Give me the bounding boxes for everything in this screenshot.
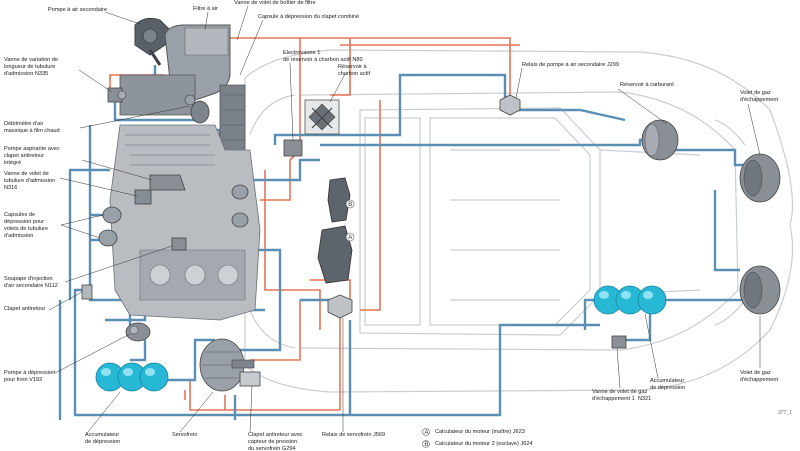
label-ecu-a: Calculateur du moteur (maître) J623: [435, 429, 525, 435]
label-vacuum-accumulator-right: Accumulateur de dépression: [650, 378, 686, 391]
ecu-a-letter: A: [348, 235, 352, 241]
label-filter-housing-flap-valve: Vanne de volet de boîtier de filtre: [234, 0, 316, 6]
fuel-tank: [641, 119, 679, 161]
leader-lines: [48, 5, 761, 433]
secondary-air-pump: [134, 17, 171, 66]
engine-block: [109, 124, 261, 321]
carbon-canister: [304, 99, 340, 135]
label-carbon-canister: Réservoir à charbon actif: [338, 64, 371, 77]
secondary-air-valve-n112: [171, 237, 187, 251]
label-secondary-air-relay-j299: Relais de pompe à air secondaire J299: [522, 62, 620, 68]
label-combined-valve-capsule: Capsule à dépression du clapet combiné: [258, 14, 360, 20]
label-air-filter: Filtre à air: [193, 6, 218, 12]
label-fuel-tank: Réservoir à carburant: [620, 82, 674, 88]
label-check-valve: Clapet antiretour: [4, 306, 46, 312]
label-solenoid-valve-n80: Electrovanne 1 de réservoir à charbon ac…: [283, 50, 363, 63]
legend-a-letter: A: [424, 430, 428, 436]
engine-control-units: B A: [317, 177, 355, 284]
exhaust-flap-bottom: [739, 265, 781, 315]
brake-booster-relay-j569: [327, 294, 353, 319]
label-intake-flap-valve-n316: Vanne de volet de tubulure d'admission N…: [4, 171, 56, 191]
label-secondary-air-pump: Pompe à air secondaire: [48, 7, 108, 13]
pressure-lines: [109, 29, 520, 411]
label-vacuum-accumulator-left: Accumulateur de dépression: [85, 432, 121, 445]
label-exhaust-flap-bottom: Volet de gaz d'échappement: [740, 370, 779, 383]
air-mass-meter: [184, 94, 210, 124]
figure-reference: 377_1: [778, 410, 792, 416]
intake-vacuum-capsules: [98, 184, 249, 247]
label-suction-pump: Pompe aspirante avec clapet antiretour i…: [4, 146, 60, 166]
suction-pump: [149, 174, 186, 191]
ecu-b-letter: B: [348, 202, 352, 208]
exhaust-flap-top: [739, 153, 781, 203]
exhaust-flap-valve-n321: [611, 335, 627, 349]
label-variation-valve-n335: Vanne de variation de longueur de tubulu…: [4, 57, 59, 77]
check-valve: [81, 284, 93, 300]
vacuum-accumulator-right: [593, 285, 667, 315]
label-brake-booster-relay-j569: Relais de servofrein J569: [322, 432, 386, 438]
label-pressure-sensor-g294: Clapet antiretour avec capteur de pressi…: [248, 432, 303, 451]
legend-markers: A B: [422, 428, 430, 448]
label-brake-booster: Servofrein: [172, 432, 198, 438]
label-secondary-air-valve-n112: Soupape d'injection d'air secondaire N11…: [4, 276, 58, 289]
label-exhaust-flap-valve-n321: Vanne de volet de gaz d'échappement 1 N3…: [592, 389, 652, 402]
intake-flap-valve-n316: [134, 189, 152, 205]
vacuum-accumulator-left: [95, 362, 169, 392]
label-brake-vacuum-pump-v192: Pompe à dépression pour frein V192: [4, 370, 56, 383]
label-ecu-b: Calculateur du moteur 2 (esclave) J624: [435, 441, 533, 447]
pressure-sensor-g294: [239, 371, 261, 387]
brake-booster: [199, 338, 255, 392]
brake-vacuum-pump-v192: [125, 322, 151, 342]
legend-b-letter: B: [424, 442, 428, 448]
solenoid-valve-n80: [283, 139, 303, 157]
label-exhaust-flap-top: Volet de gaz d'échappement: [740, 90, 779, 103]
secondary-air-relay-j299: [499, 94, 521, 116]
label-air-mass-meter: Débitmètre d'air massique à film chaud: [4, 121, 60, 134]
label-intake-vacuum-capsules: Capsules de dépression pour volets de tu…: [4, 212, 49, 239]
